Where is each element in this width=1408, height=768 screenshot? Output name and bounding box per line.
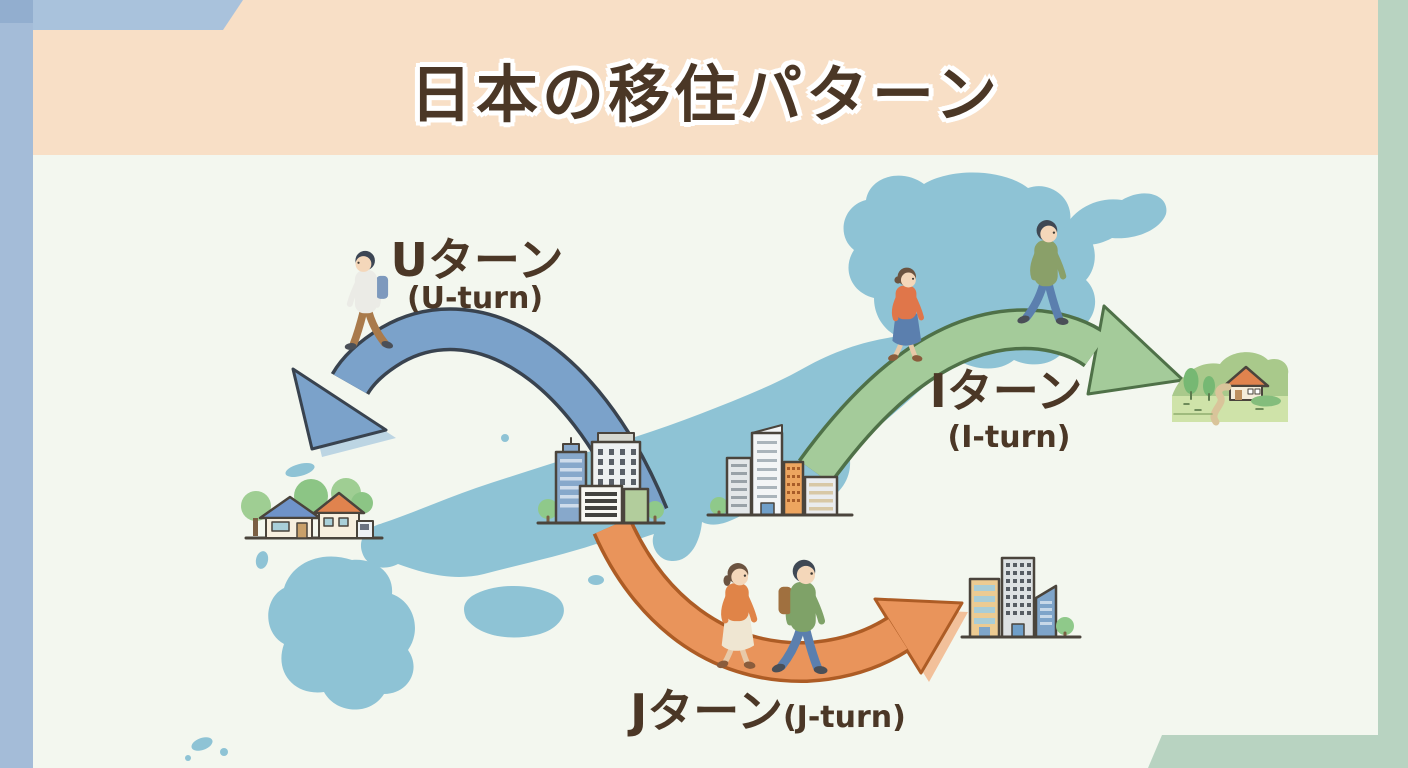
- regional-city-icon: [960, 556, 1082, 639]
- small-islands: [185, 434, 604, 761]
- page-title: 日本の移住パターン: [410, 57, 1001, 131]
- hokkaido-east-island: [1062, 193, 1167, 245]
- walking-person-i-turn-man: [1017, 220, 1069, 325]
- i-turn-sublabel: (I-turn): [948, 420, 1071, 455]
- u-turn-arrow: [291, 307, 669, 525]
- shikoku-island: [464, 585, 564, 638]
- corner-accent-square: [0, 0, 33, 23]
- top-accent-band: [0, 0, 243, 30]
- walking-person-u-turn-man: [344, 250, 394, 350]
- honshu-island: [360, 327, 948, 577]
- walking-person-j-turn-woman: [716, 563, 758, 669]
- title-band: 日本の移住パターン: [33, 0, 1378, 155]
- u-turn-label: Uターン: [390, 233, 563, 287]
- j-turn-arrow: [592, 517, 968, 684]
- kyushu-island: [268, 556, 415, 710]
- left-accent-bar: [0, 0, 33, 768]
- j-turn-label: Jターン(J-turn): [627, 684, 906, 738]
- i-turn-arrow: [797, 304, 1185, 485]
- i-turn-label: Iターン: [930, 364, 1083, 418]
- walking-person-i-turn-woman: [888, 267, 925, 362]
- japan-map-icon: [185, 172, 1167, 761]
- u-turn-sublabel: (U-turn): [407, 281, 543, 316]
- bottom-accent-band: [1148, 735, 1408, 768]
- rural-houses-icon: [241, 478, 384, 540]
- tokyo-city-icon: [706, 424, 854, 517]
- countryside-icon: [1172, 352, 1289, 426]
- metropolis-city-icon: [536, 432, 666, 525]
- right-accent-bar: [1378, 0, 1408, 768]
- walking-person-j-turn-man: [771, 559, 828, 675]
